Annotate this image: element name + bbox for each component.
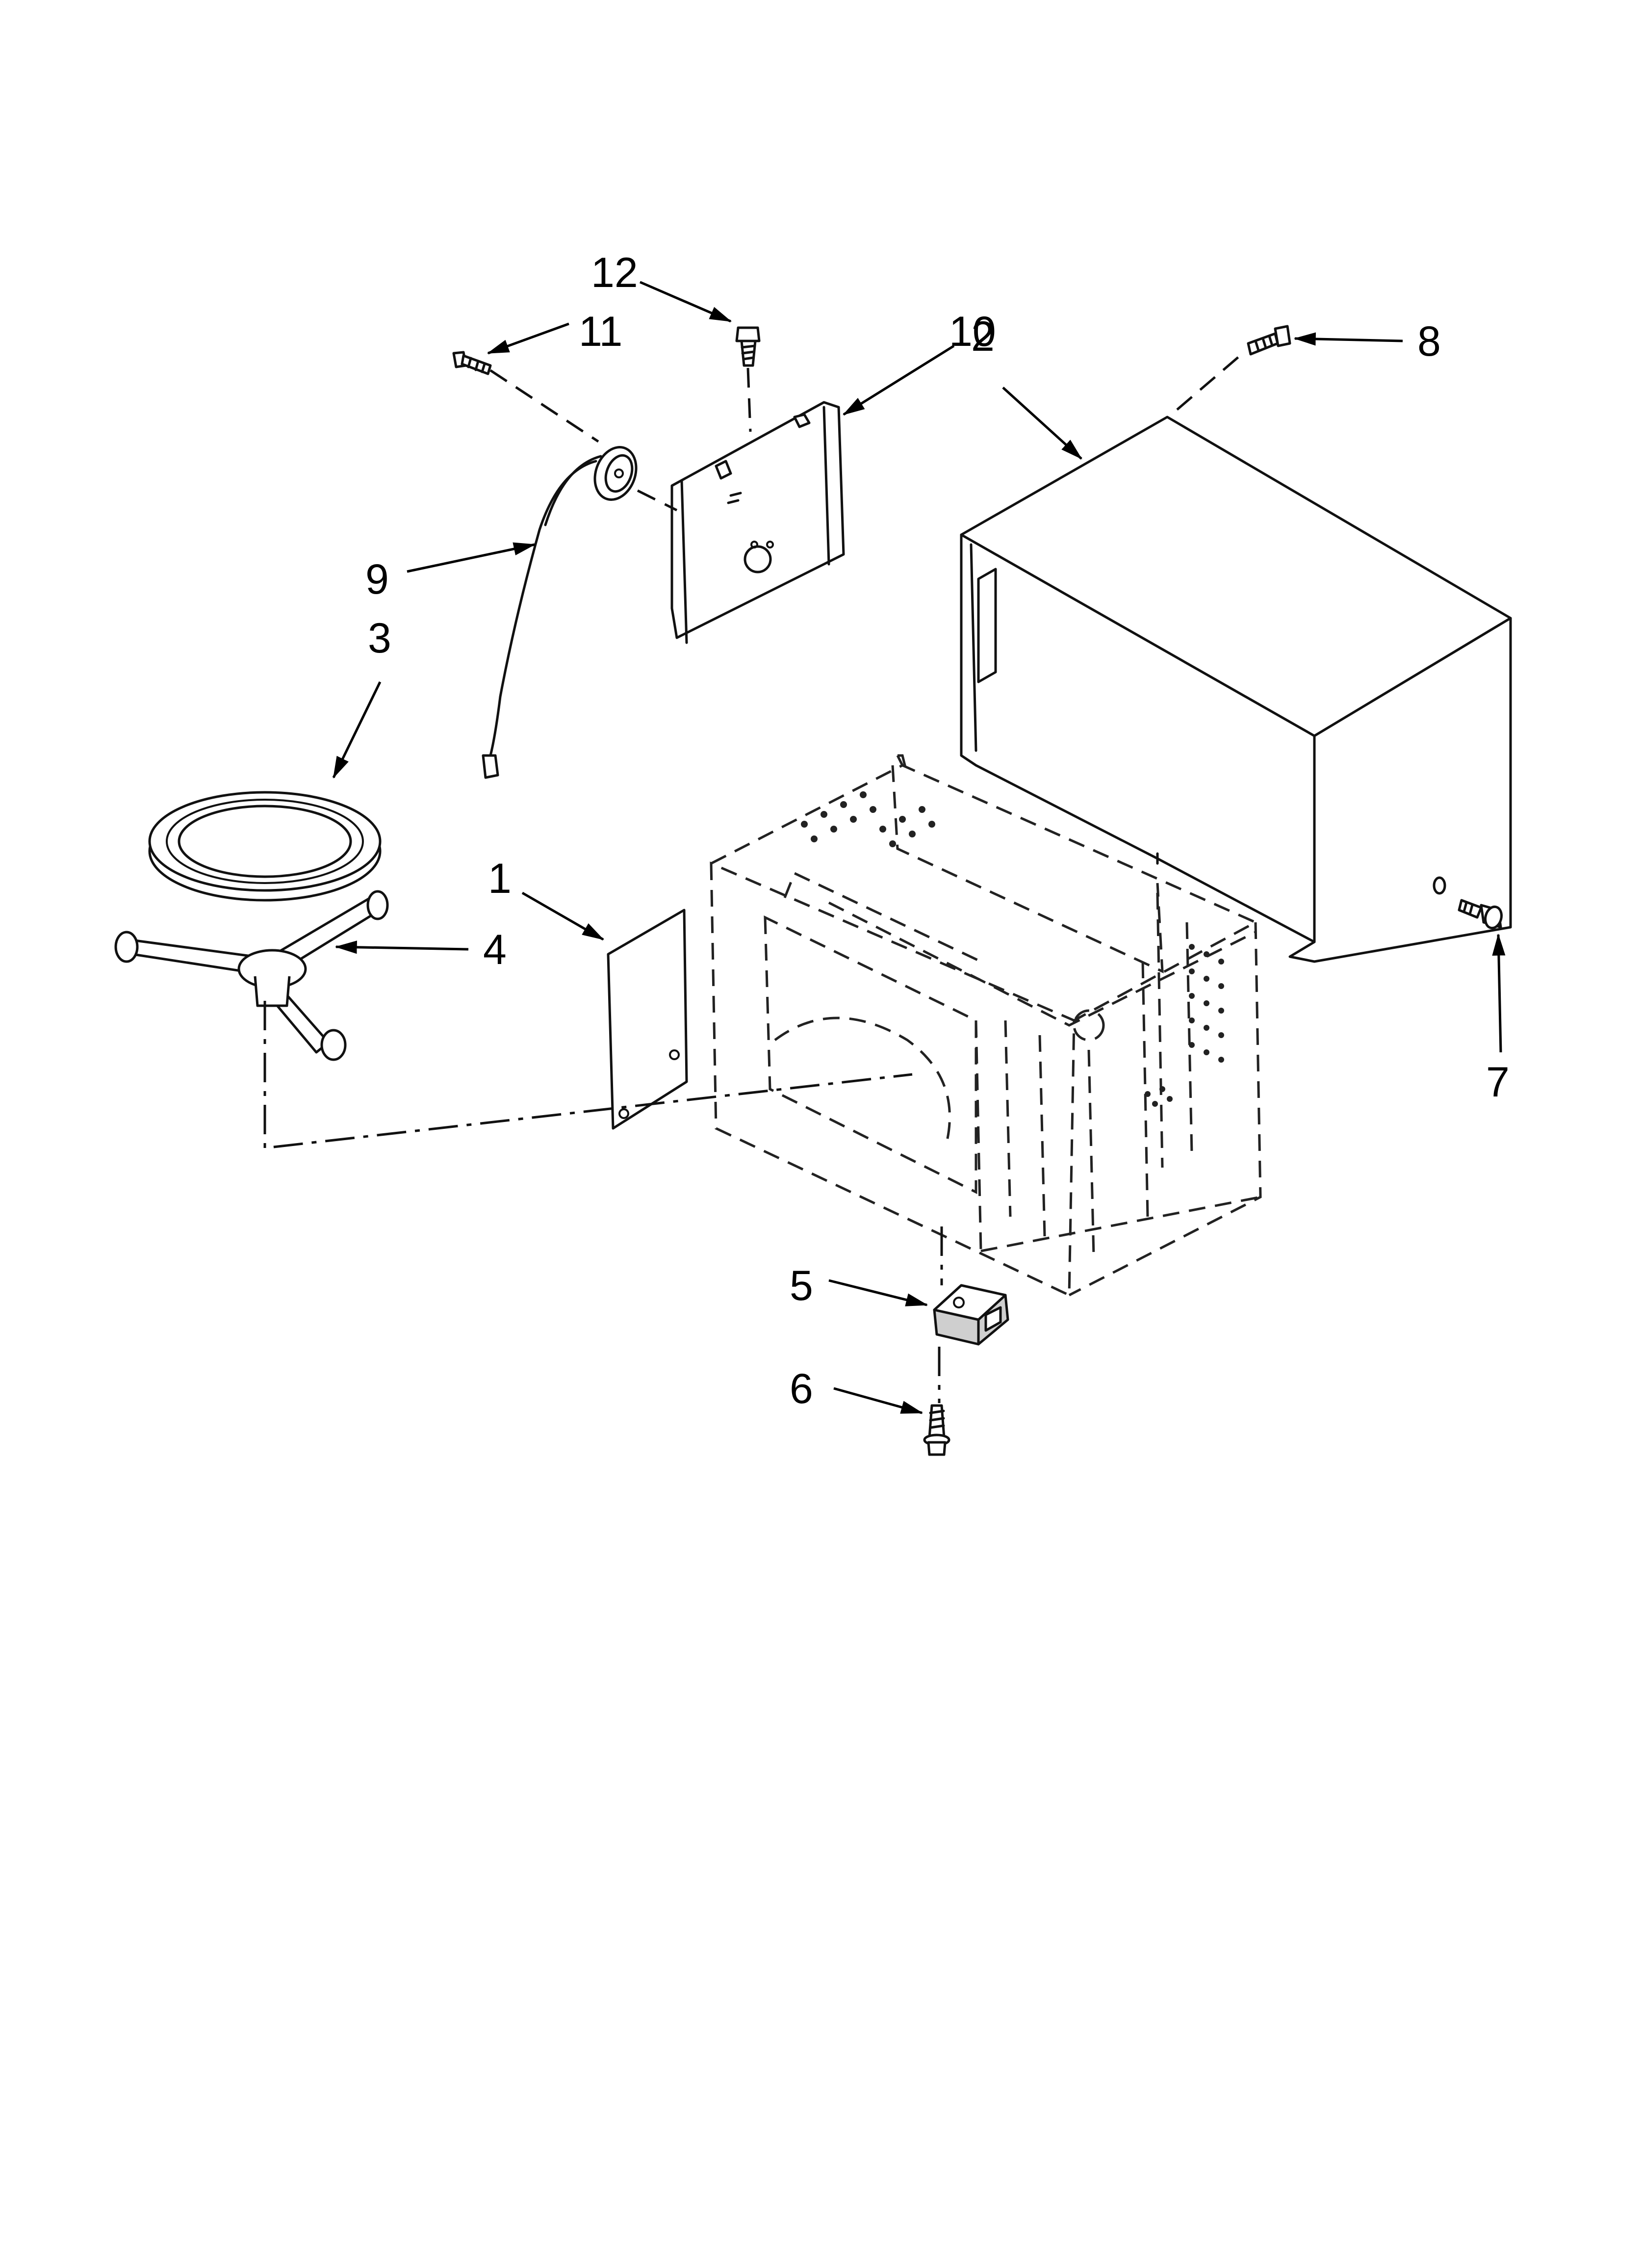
callout-3: 3 [368,615,391,662]
callout-1: 1 [488,855,512,902]
callout-7: 7 [1486,1059,1510,1106]
screw-11 [452,351,492,375]
assembly-lines [263,350,1247,1403]
callout-10: 10 [949,308,996,355]
callout-8: 8 [1417,318,1441,365]
callout-9: 9 [365,556,389,603]
callout-labels: 12 11 10 2 8 9 3 1 4 7 5 6 [365,249,1510,1412]
screw-6 [923,1404,950,1456]
callout-2: 2 [971,313,995,360]
waveguide-cover-panel [607,909,688,1130]
leader-lines [332,281,1506,1414]
vent-holes [801,791,1224,1107]
oven-cavity-ghost [710,754,1262,1297]
screw-8 [1247,325,1291,356]
turntable-motor [933,1284,1009,1346]
mounting-bracket [670,401,845,644]
callout-12: 12 [591,249,638,296]
callout-11: 11 [579,308,622,355]
outer-cabinet-wrapper [960,416,1512,963]
callout-4: 4 [483,926,507,973]
screw-12 [735,326,761,367]
sensor-with-wire [482,446,638,779]
screw-7 [1458,899,1503,930]
callout-5: 5 [790,1262,813,1309]
roller-support-ring [114,890,389,1061]
glass-turntable-tray [148,791,382,902]
callout-6: 6 [790,1365,813,1412]
